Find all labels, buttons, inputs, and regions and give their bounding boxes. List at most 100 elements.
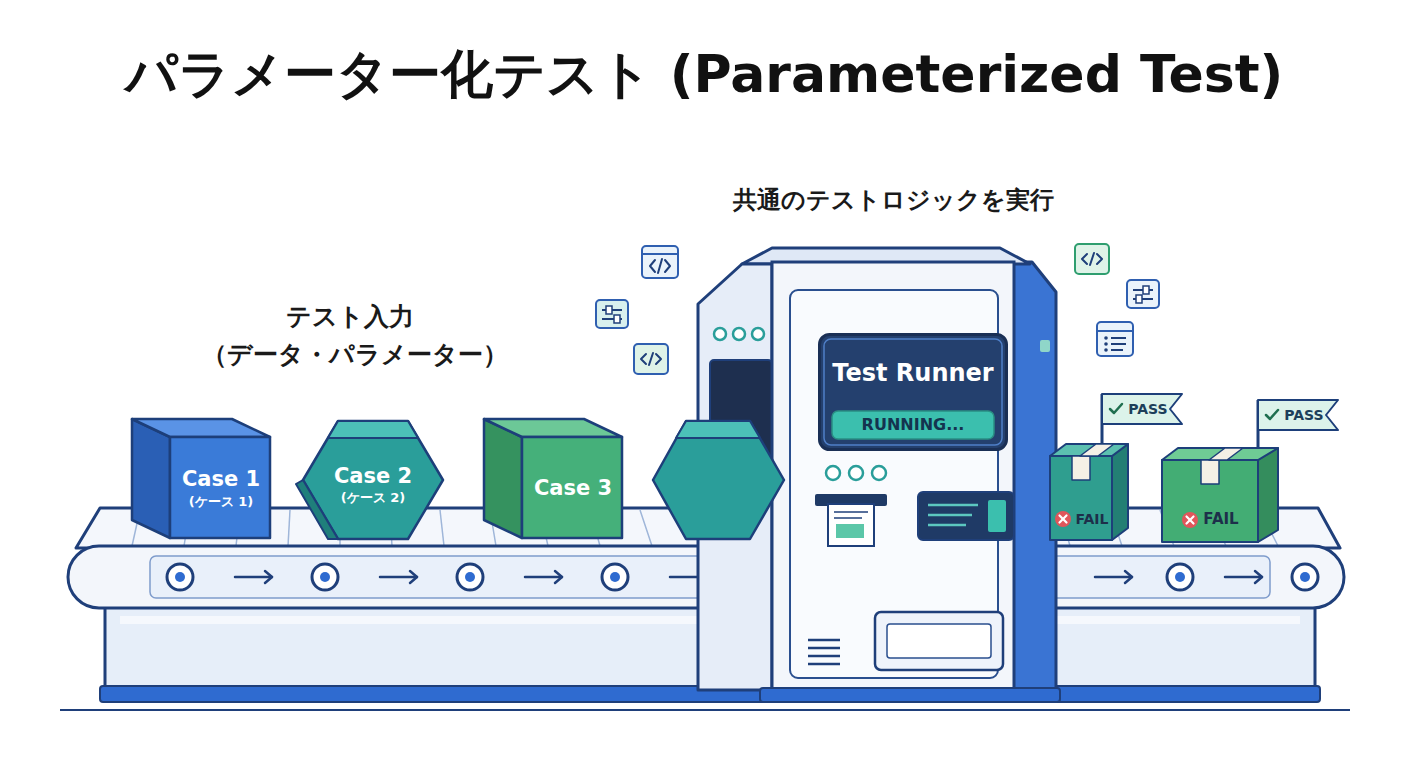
- fail-icon: [1054, 510, 1072, 528]
- runner-screen-outline: [820, 335, 1007, 450]
- input-cube-outline: [132, 419, 270, 437]
- result-box-outline: [1162, 448, 1278, 460]
- conveyor-belt: [610, 572, 620, 582]
- result-box: FAIL: [1050, 440, 1128, 540]
- test-runner-machine: [872, 466, 886, 480]
- node-label: FAIL: [1076, 511, 1109, 527]
- input-cube: Case 1(ケース 1): [128, 412, 272, 540]
- test-runner-machine: [752, 328, 764, 340]
- check-icon: [1266, 410, 1278, 419]
- input-cube-outline: [484, 419, 622, 437]
- conveyor-belt: [457, 564, 483, 590]
- list-window-icon: [1104, 348, 1108, 352]
- list-window-icon: [1111, 338, 1126, 350]
- text-label: （データ・パラメーター）: [35, 338, 675, 371]
- test-runner-machine: [808, 655, 840, 658]
- conveyor-belt: [265, 571, 272, 583]
- input-cube-outline: [522, 437, 622, 538]
- node-label: Case 2: [334, 464, 412, 488]
- conveyor-belt: [167, 564, 193, 590]
- node-label: PASS: [1128, 401, 1167, 417]
- code-icon: [642, 253, 678, 255]
- conveyor-belt: [440, 510, 444, 546]
- conveyor-belt: [320, 572, 330, 582]
- input-hexagon: Case 2 (ケース 2): [300, 418, 446, 542]
- test-runner-machine: [808, 647, 840, 650]
- conveyor-belt: [1225, 576, 1262, 579]
- fail-icon: [1181, 511, 1199, 529]
- check-icon: [1264, 408, 1280, 422]
- conveyor-belt: [175, 572, 185, 582]
- test-runner-machine: [928, 505, 978, 525]
- test-runner-machine: [714, 328, 726, 340]
- node-sublabel: (ケース 1): [189, 495, 253, 510]
- code-icon: [1082, 253, 1102, 265]
- node-label: Test Runner: [832, 360, 993, 388]
- input-hexagon: [653, 421, 784, 539]
- result-box-outline: [1072, 456, 1090, 480]
- check-icon: [1108, 402, 1124, 416]
- fail-icon: [1187, 517, 1194, 524]
- result-flag: PASS: [1102, 394, 1182, 424]
- conveyor-belt: [312, 564, 338, 590]
- slider-icon: [1127, 280, 1159, 308]
- list-window-icon: [1104, 336, 1108, 352]
- test-runner-machine: [834, 517, 862, 519]
- node-text-area: Case 1(ケース 1): [170, 437, 272, 540]
- code-icon: [656, 354, 661, 364]
- check-icon: [1110, 404, 1122, 413]
- text-label: 共通のテストロジックを実行: [573, 184, 1213, 216]
- status-bar: RUNNING...: [832, 411, 994, 439]
- input-cube-outline: [480, 412, 624, 540]
- test-runner-machine: [836, 524, 864, 538]
- diagram-title: パラメーター化テスト (Parameterized Test): [0, 40, 1408, 110]
- runner-screen-outline: [824, 339, 1002, 445]
- test-runner-machine: [714, 328, 764, 340]
- conveyor-belt: [525, 576, 562, 579]
- input-cube-outline: [484, 419, 522, 538]
- node-text-area: Case 3: [522, 437, 624, 540]
- slider-icon: [606, 306, 612, 314]
- test-runner-machine: [988, 500, 1006, 532]
- result-box: FAIL: [1162, 444, 1278, 542]
- conveyor-belt: [555, 571, 562, 583]
- code-icon: [1075, 244, 1109, 274]
- fail-icon: [1054, 510, 1072, 528]
- node-sublabel: (ケース 2): [341, 491, 405, 506]
- slider-icon: [1127, 280, 1159, 308]
- input-hexagon-outline: [328, 421, 418, 438]
- input-hexagon: [676, 421, 760, 438]
- conveyor-belt: [602, 564, 628, 590]
- result-box-outline: [1258, 448, 1278, 542]
- input-cube: Case 3: [480, 412, 624, 540]
- input-cube-outline: [170, 437, 270, 538]
- test-runner-machine: [918, 492, 1014, 540]
- code-icon: [649, 353, 653, 365]
- test-runner-machine: [808, 640, 840, 664]
- list-window-icon: [1104, 342, 1108, 346]
- node-text-area: Test Runner: [818, 343, 1008, 405]
- conveyor-belt: [1167, 564, 1193, 590]
- status-bar-outline: [832, 411, 994, 439]
- conveyor-belt: [410, 571, 417, 583]
- node-label: PASS: [1284, 407, 1323, 423]
- result-box-outline: [1112, 444, 1128, 540]
- slider-icon: [1136, 295, 1142, 303]
- fail-icon: [1182, 512, 1198, 528]
- fail-icon: [1187, 517, 1194, 524]
- code-icon: [1090, 253, 1094, 265]
- conveyor-belt: [380, 576, 417, 579]
- test-runner-machine: [1040, 340, 1050, 352]
- test-runner-machine: [733, 328, 745, 340]
- conveyor-belt: [235, 576, 272, 579]
- input-hexagon-outline: [296, 480, 338, 539]
- fail-icon: [1059, 516, 1066, 523]
- result-flag-outline: [1258, 400, 1338, 430]
- conveyor-belt: [1292, 564, 1318, 590]
- result-box-outline: [1080, 444, 1114, 456]
- result-flag-outline: [1102, 394, 1182, 424]
- code-icon: [665, 260, 670, 272]
- code-icon: [641, 354, 646, 364]
- conveyor-belt: [465, 572, 475, 582]
